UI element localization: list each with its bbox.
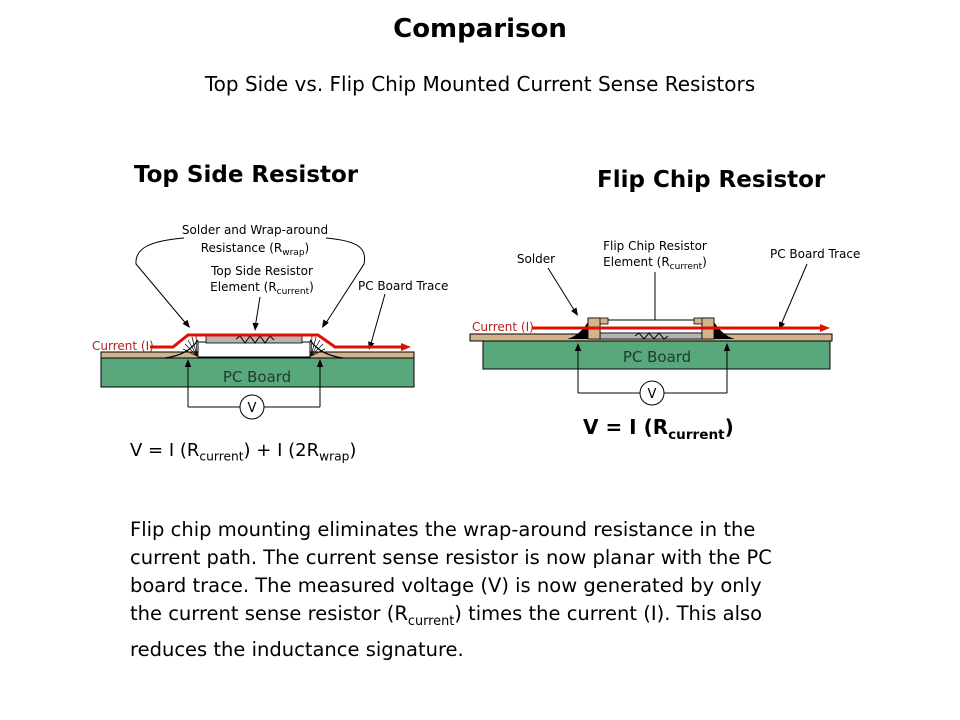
sense-arrow-right-icon	[723, 343, 731, 351]
voltmeter-label: V	[648, 387, 657, 402]
current-arrow-icon	[401, 343, 411, 351]
wrap-arrow-left-icon	[182, 319, 190, 328]
wrap-callout-line2: Resistance (Rwrap)	[201, 241, 309, 258]
element-callout-line1: Flip Chip Resistor	[603, 239, 707, 253]
page-subtitle: Top Side vs. Flip Chip Mounted Current S…	[204, 72, 756, 96]
resistor-zigzag-icon	[634, 332, 669, 340]
wrap-callout-line1: Solder and Wrap-around	[182, 223, 328, 237]
solder-arrow-icon	[571, 307, 578, 316]
current-label: Current (I)	[472, 320, 534, 334]
pc-board-label: PC Board	[223, 368, 291, 386]
trace-callout: PC Board Trace	[358, 279, 448, 293]
pc-board	[482, 340, 831, 370]
solder-fillet-right	[714, 322, 735, 339]
sense-arrow-left-icon	[574, 343, 582, 351]
wrap-callout-leader-right	[323, 237, 366, 327]
page-title: Comparison	[393, 14, 567, 44]
pc-board-label: PC Board	[623, 348, 691, 366]
resistor-zigzag-icon	[235, 335, 275, 344]
flip-chip-diagram: Solder Flip Chip Resistor Element (Rcurr…	[469, 239, 860, 406]
element-callout-line1: Top Side Resistor	[210, 264, 313, 278]
element-arrow-icon	[252, 322, 259, 331]
voltmeter-circle	[239, 394, 265, 420]
paragraph-line: reduces the inductance signature.	[130, 637, 464, 661]
element-callout-leader	[254, 296, 261, 329]
pc-board	[100, 357, 415, 388]
element-callout-line2: Element (Rcurrent)	[603, 255, 707, 272]
sense-arrow-left-icon	[184, 359, 192, 367]
voltmeter-circle	[639, 380, 665, 406]
paragraph-line: board trace. The measured voltage (V) is…	[130, 574, 762, 597]
wrap-arrow-right-icon	[322, 319, 329, 328]
solder-hatch-left	[182, 334, 198, 357]
flip-chip-heading: Flip Chip Resistor	[597, 167, 826, 193]
resistor-body	[197, 341, 311, 358]
trace-arrow-icon	[779, 321, 786, 330]
trace-callout-leader	[369, 293, 386, 348]
solder-callout-leader	[547, 267, 577, 314]
top-side-heading: Top Side Resistor	[134, 162, 359, 188]
flip-chip-formula: V = I (Rcurrent)	[583, 415, 734, 443]
element-callout-line2: Element (Rcurrent)	[210, 280, 314, 297]
solder-callout: Solder	[517, 252, 555, 266]
trace-callout: PC Board Trace	[770, 247, 860, 261]
top-side-diagram: Solder and Wrap-around Resistance (Rwrap…	[92, 223, 448, 420]
paragraph-line: Flip chip mounting eliminates the wrap-a…	[130, 518, 756, 541]
current-path	[150, 333, 404, 349]
top-side-formula: V = I (Rcurrent) + I (2Rwrap)	[130, 440, 357, 464]
voltmeter-label: V	[248, 401, 257, 416]
body-paragraph: Flip chip mounting eliminates the wrap-a…	[130, 516, 890, 664]
paragraph-line: current path. The current sense resistor…	[130, 546, 772, 569]
solder-hatch-right	[310, 334, 326, 357]
solder-fillet-left	[567, 322, 588, 339]
sense-arrow-right-icon	[316, 359, 324, 367]
current-arrow-icon	[820, 324, 830, 332]
wrap-callout-leader-left	[135, 237, 189, 327]
current-label: Current (I)	[92, 339, 154, 353]
paragraph-line: the current sense resistor (Rcurrent) ti…	[130, 602, 763, 629]
trace-callout-leader	[779, 263, 808, 328]
